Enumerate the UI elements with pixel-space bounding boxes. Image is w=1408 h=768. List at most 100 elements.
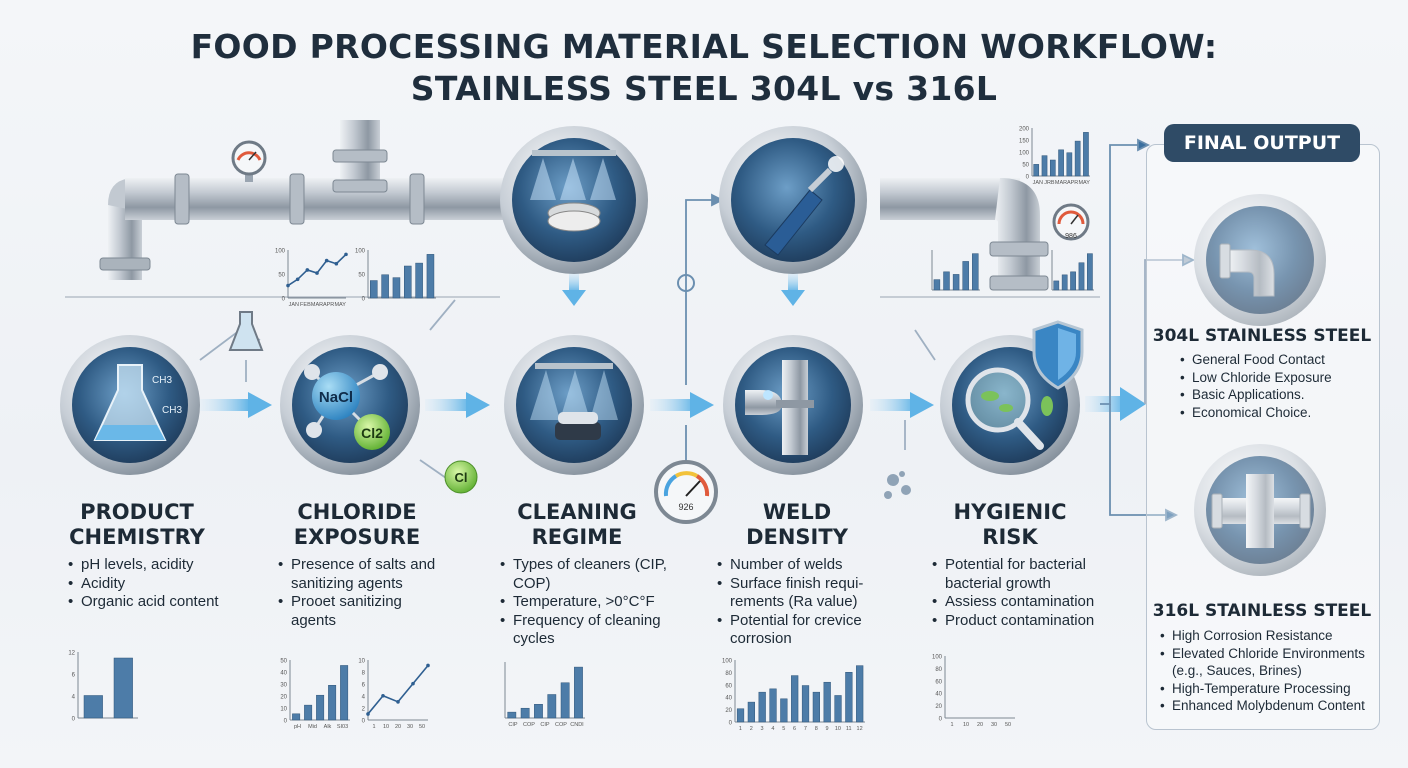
cleaning-spray-circle	[500, 126, 648, 274]
x-tick-label: 3	[761, 726, 764, 732]
bar	[340, 665, 349, 721]
y-tick-label: 200	[1019, 127, 1030, 133]
stage-heading-line2: EXPOSURE	[293, 525, 421, 549]
final-output-badge: FINAL OUTPUT	[1164, 124, 1360, 162]
cl2-label: Cl2	[361, 425, 383, 441]
stage-circle-cleaning-regime	[504, 335, 644, 475]
bar	[769, 688, 777, 723]
x-tick-label: APR	[1067, 180, 1078, 186]
y-tick-label: 0	[284, 719, 288, 725]
y-tick-label: 12	[68, 651, 75, 657]
y-tick-label: 50	[1022, 163, 1029, 169]
bullet-item: pH levels, acidity	[68, 556, 228, 575]
gauge-mid-icon	[654, 460, 718, 524]
stage-heading-line1: CLEANING	[517, 500, 637, 524]
top-pipe-left	[99, 120, 520, 280]
stage-circle-chloride-exposure	[280, 335, 420, 475]
y-tick-label: 0	[362, 719, 366, 725]
bullet-item: Surface finish requi- rements (Ra value)	[717, 575, 892, 612]
y-tick-label: 100	[932, 655, 943, 661]
y-tick-label: 100	[1019, 151, 1030, 157]
bullets-chloride-exposure: Presence of salts and sanitizing agents …	[278, 556, 448, 630]
steel-304l-bullets: General Food Contact Low Chloride Exposu…	[1180, 351, 1360, 421]
bar	[574, 666, 583, 719]
bullet-item: Low Chloride Exposure	[1180, 369, 1360, 387]
bar	[823, 681, 831, 723]
stage-heading-product-chemistry: PRODUCT CHEMISTRY	[37, 500, 237, 550]
bar	[791, 675, 799, 723]
y-tick-label: 40	[280, 671, 287, 677]
final-circle-316l	[1194, 444, 1326, 576]
x-tick-label: 10	[835, 726, 841, 732]
steel-304l-heading: 304L STAINLESS STEEL	[1152, 326, 1372, 346]
y-tick-label: 100	[722, 659, 733, 665]
y-tick-label: 20	[280, 695, 287, 701]
y-tick-label: 0	[282, 297, 286, 303]
bar	[952, 274, 960, 291]
bar	[1049, 159, 1056, 177]
bullets-weld-density: Number of welds Surface finish requi- re…	[717, 556, 892, 649]
x-tick-label: APR	[323, 302, 334, 308]
x-tick-label: CIP	[540, 722, 550, 728]
stage-heading-line1: WELD	[762, 500, 832, 524]
bar	[1066, 152, 1073, 177]
x-tick-label: Mid	[308, 724, 317, 730]
point	[396, 700, 400, 704]
stage-heading-line1: CHLORIDE	[297, 500, 417, 524]
x-tick-label: MAR	[311, 302, 323, 308]
bar	[1074, 140, 1081, 177]
x-tick-label: 4	[771, 726, 774, 732]
top-pipe-right	[880, 178, 1090, 291]
y-tick-label: 4	[362, 695, 366, 701]
bar	[933, 279, 941, 291]
bullet-item: Product contamination	[932, 612, 1112, 631]
y-tick-label: 30	[280, 683, 287, 689]
bar	[758, 691, 766, 723]
connector-lines	[199, 138, 1196, 522]
x-tick-label: JAN	[1033, 180, 1043, 186]
x-tick-label: COP	[523, 722, 535, 728]
x-tick-label: 20	[395, 724, 401, 730]
final-circle-304l	[1194, 194, 1326, 326]
bar	[1087, 253, 1093, 291]
cl-label: Cl	[455, 470, 468, 485]
point	[334, 261, 339, 266]
x-tick-label: MAR	[1055, 180, 1067, 186]
y-tick-label: 20	[725, 708, 732, 714]
bar	[392, 277, 401, 299]
bar	[426, 254, 435, 299]
bar	[381, 274, 389, 299]
bar	[415, 262, 423, 299]
bar	[547, 694, 557, 719]
bullet-item: Types of cleaners (CIP, COP)	[500, 556, 670, 593]
x-tick-label: 10	[963, 722, 969, 728]
y-tick-label: 10	[358, 659, 365, 665]
x-tick-label: 7	[804, 726, 807, 732]
bullets-hygienic-risk: Potential for bacterial bacterial growth…	[932, 556, 1112, 630]
y-tick-label: 0	[72, 717, 76, 723]
y-tick-label: 0	[362, 297, 366, 303]
bar	[507, 711, 517, 719]
bar	[972, 253, 979, 291]
x-tick-label: 9	[826, 726, 829, 732]
bar	[801, 685, 810, 723]
bullet-item: Assiess contamination	[932, 593, 1112, 612]
shield-icon	[1032, 320, 1084, 390]
stage-heading-weld-density: WELD DENSITY	[697, 500, 897, 550]
bar	[943, 271, 950, 291]
y-tick-label: 20	[935, 704, 942, 710]
y-tick-label: 80	[725, 671, 732, 677]
gauge-right-value: 986	[1065, 233, 1077, 240]
x-tick-label: JAN	[289, 302, 299, 308]
x-tick-label: 30	[407, 724, 413, 730]
bar	[1083, 132, 1089, 177]
point	[381, 693, 385, 698]
y-tick-label: 50	[358, 273, 365, 279]
bullet-item: Temperature, >0°C°F	[500, 593, 670, 612]
x-tick-label: COP	[555, 722, 567, 728]
bar	[328, 685, 337, 721]
bar	[1053, 280, 1060, 291]
stage-heading-line1: HYGIENIC	[953, 500, 1067, 524]
x-tick-label: 12	[857, 726, 863, 732]
